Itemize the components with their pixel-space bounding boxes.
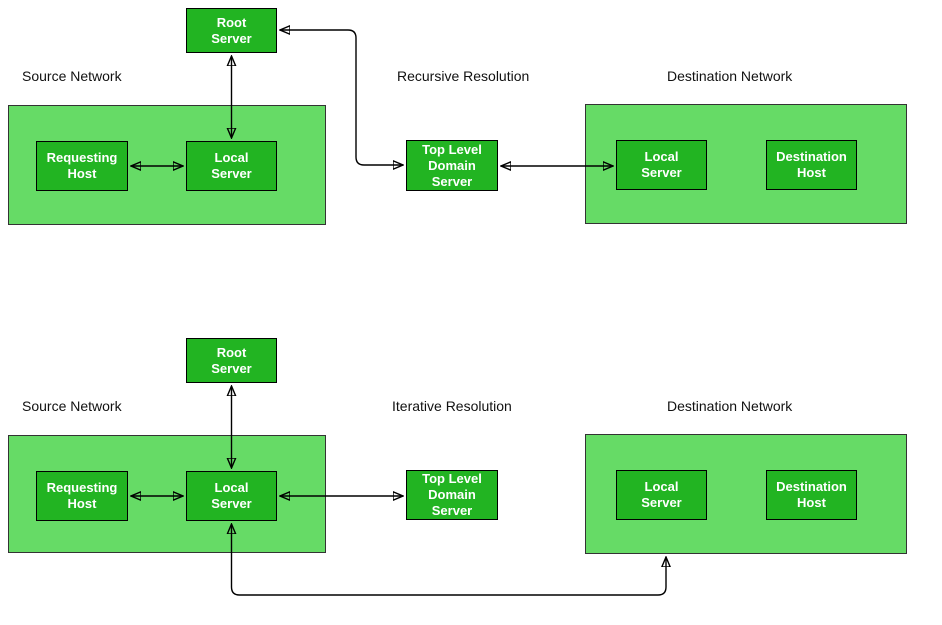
- destination-network-label-iterative: Destination Network: [667, 398, 793, 414]
- destination-network-label-recursive: Destination Network: [667, 68, 793, 84]
- node-tld-server-recursive: Top Level Domain Server: [406, 140, 498, 191]
- node-local-server-destination-iterative: Local Server: [616, 470, 707, 520]
- node-destination-host-recursive: Destination Host: [766, 140, 857, 190]
- node-destination-host-iterative: Destination Host: [766, 470, 857, 520]
- node-local-server-source-recursive: Local Server: [186, 141, 277, 191]
- iterative-resolution-label: Iterative Resolution: [392, 398, 512, 414]
- recursive-resolution-label: Recursive Resolution: [397, 68, 530, 84]
- node-local-server-source-iterative: Local Server: [186, 471, 277, 521]
- source-network-label-recursive: Source Network: [22, 68, 122, 84]
- node-root-server-iterative: Root Server: [186, 338, 277, 383]
- node-local-server-destination-recursive: Local Server: [616, 140, 707, 190]
- node-tld-server-iterative: Top Level Domain Server: [406, 470, 498, 520]
- source-network-label-iterative: Source Network: [22, 398, 122, 414]
- node-root-server-recursive: Root Server: [186, 8, 277, 53]
- node-requesting-host-iterative: Requesting Host: [36, 471, 128, 521]
- node-requesting-host-recursive: Requesting Host: [36, 141, 128, 191]
